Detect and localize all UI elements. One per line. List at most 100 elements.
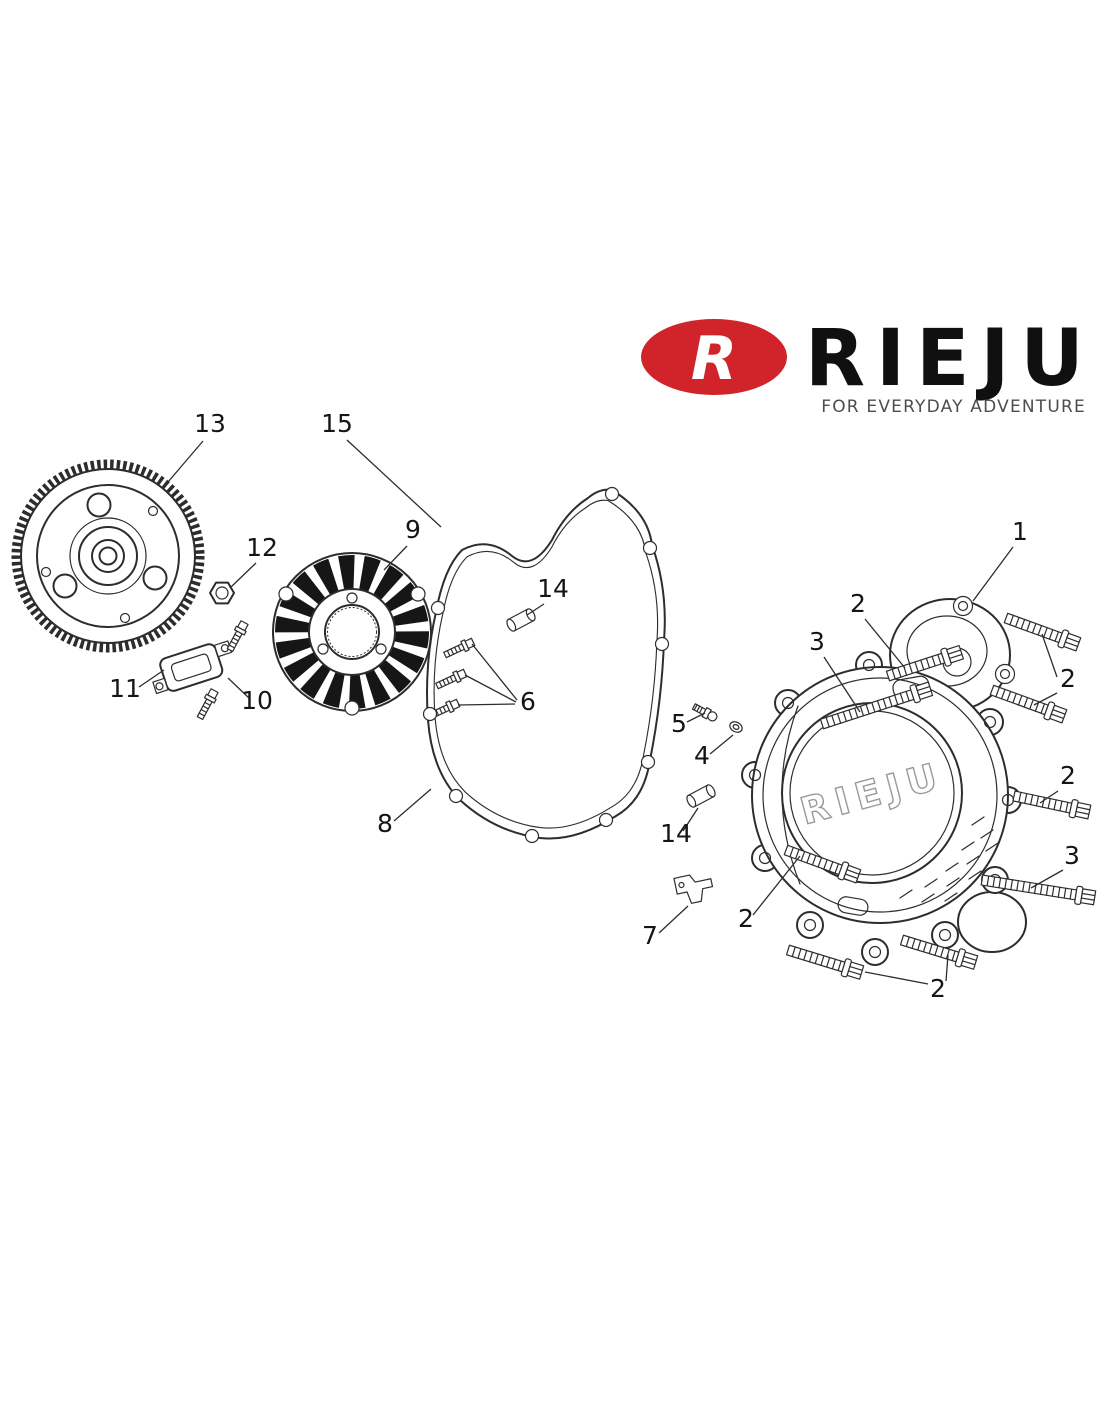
cover-ear-hole <box>781 696 795 710</box>
stator-ear <box>278 586 294 602</box>
cover-ear-hole <box>957 600 969 612</box>
stator-coils <box>275 555 429 709</box>
callout-8: 8 <box>377 809 393 838</box>
gasket-bolt-hole <box>448 788 464 804</box>
leader-line <box>864 954 949 985</box>
gasket-bolt-hole <box>524 828 540 844</box>
leader-line <box>383 545 408 571</box>
flywheel-nut <box>209 581 235 605</box>
cover-inner-rim <box>762 677 998 913</box>
callout-2d: 2 <box>738 904 754 933</box>
leader-line <box>658 905 689 934</box>
cover-left-contour <box>781 705 801 885</box>
logo-brand-text: RIEJU <box>805 314 1095 404</box>
washer <box>729 721 743 733</box>
gasket-bolt-hole <box>642 540 658 556</box>
cover-ear-hole <box>868 945 882 959</box>
pickup-screw <box>224 619 251 654</box>
callout-10: 10 <box>241 686 273 715</box>
leader-line <box>229 562 257 589</box>
cover-ear-hole <box>758 851 772 865</box>
logo-badge-letter: R <box>691 324 737 394</box>
stator-ear <box>410 586 426 602</box>
gasket-bolt-hole <box>422 706 438 722</box>
callout-14b: 14 <box>660 819 692 848</box>
flywheel-hole <box>52 573 78 599</box>
callout-12: 12 <box>246 533 278 562</box>
cover-ear-hole <box>862 658 876 672</box>
cover-ear-hole <box>938 928 952 942</box>
flywheel-shaft-bore <box>98 546 118 566</box>
callout-14a: 14 <box>537 574 569 603</box>
leader-line <box>752 855 801 916</box>
stator-mount-hole <box>346 592 358 604</box>
gasket-bolt-hole <box>654 636 670 652</box>
leader-line <box>682 807 699 832</box>
stator-screw <box>442 636 477 661</box>
logo: R RIEJU FOR EVERYDAY ADVENTURE <box>641 314 1095 417</box>
leader-line <box>393 788 432 822</box>
stator-mount-hole <box>317 643 329 655</box>
callout-2a: 2 <box>850 589 866 618</box>
flange-bolt <box>1002 608 1083 654</box>
callout-6: 6 <box>520 687 536 716</box>
gasket <box>422 486 670 844</box>
dowel-pin <box>684 782 718 810</box>
stator-mount-hole <box>375 643 387 655</box>
leader-line <box>1033 633 1058 706</box>
vent-hatch <box>899 816 999 903</box>
flywheel-ring <box>36 484 180 628</box>
leader-line <box>526 603 545 616</box>
leader-line <box>686 712 706 723</box>
flywheel-gear-teeth <box>11 459 205 653</box>
callout-13: 13 <box>194 409 226 438</box>
leader-line <box>138 669 165 688</box>
callout-2e: 2 <box>930 974 946 1003</box>
cover-ear <box>952 595 974 617</box>
gasket-bolt-hole <box>430 600 446 616</box>
cover-ear <box>861 938 889 966</box>
callout-9: 9 <box>405 515 421 544</box>
ignition-cover: RIEJU <box>741 595 1027 966</box>
flywheel-hole <box>86 492 112 518</box>
cover-ear-hole <box>803 918 817 932</box>
flywheel-small-hole <box>40 566 52 578</box>
leader-line <box>167 440 204 483</box>
logo-tagline: FOR EVERYDAY ADVENTURE <box>821 397 1086 417</box>
pickup-screw <box>194 687 221 722</box>
callout-3a: 3 <box>809 627 825 656</box>
cover-ear <box>994 663 1016 685</box>
flywheel <box>11 459 205 653</box>
callout-11: 11 <box>109 674 141 703</box>
stator-bore <box>324 604 380 660</box>
leader-line <box>709 734 734 755</box>
stator-ear <box>344 700 360 716</box>
gasket-bolt-hole <box>604 486 620 502</box>
gasket-bolt-hole <box>640 754 656 770</box>
check-screw <box>691 703 718 722</box>
flywheel-hub <box>91 539 125 573</box>
logo-badge <box>641 319 787 395</box>
flywheel-hub-outer <box>78 526 138 586</box>
flange-bolt <box>784 940 865 982</box>
leader-line <box>346 439 442 528</box>
callout-1: 1 <box>1012 517 1028 546</box>
callout-4: 4 <box>694 741 710 770</box>
leader-line <box>457 643 518 706</box>
flange-bolt <box>1011 786 1092 822</box>
flywheel-small-hole <box>147 505 159 517</box>
stator-bore-spline <box>327 607 377 657</box>
flywheel-small-hole <box>119 612 131 624</box>
callout-2b: 2 <box>1060 664 1076 693</box>
leader-line <box>972 546 1014 602</box>
leader-line <box>227 677 251 700</box>
cover-lower-lobe <box>957 891 1027 953</box>
retainer-clip <box>673 874 714 904</box>
stator-screw <box>434 667 469 692</box>
leader-line <box>1039 790 1059 804</box>
callout-5: 5 <box>671 709 687 738</box>
leader-line <box>823 656 861 713</box>
callout-2c: 2 <box>1060 761 1076 790</box>
